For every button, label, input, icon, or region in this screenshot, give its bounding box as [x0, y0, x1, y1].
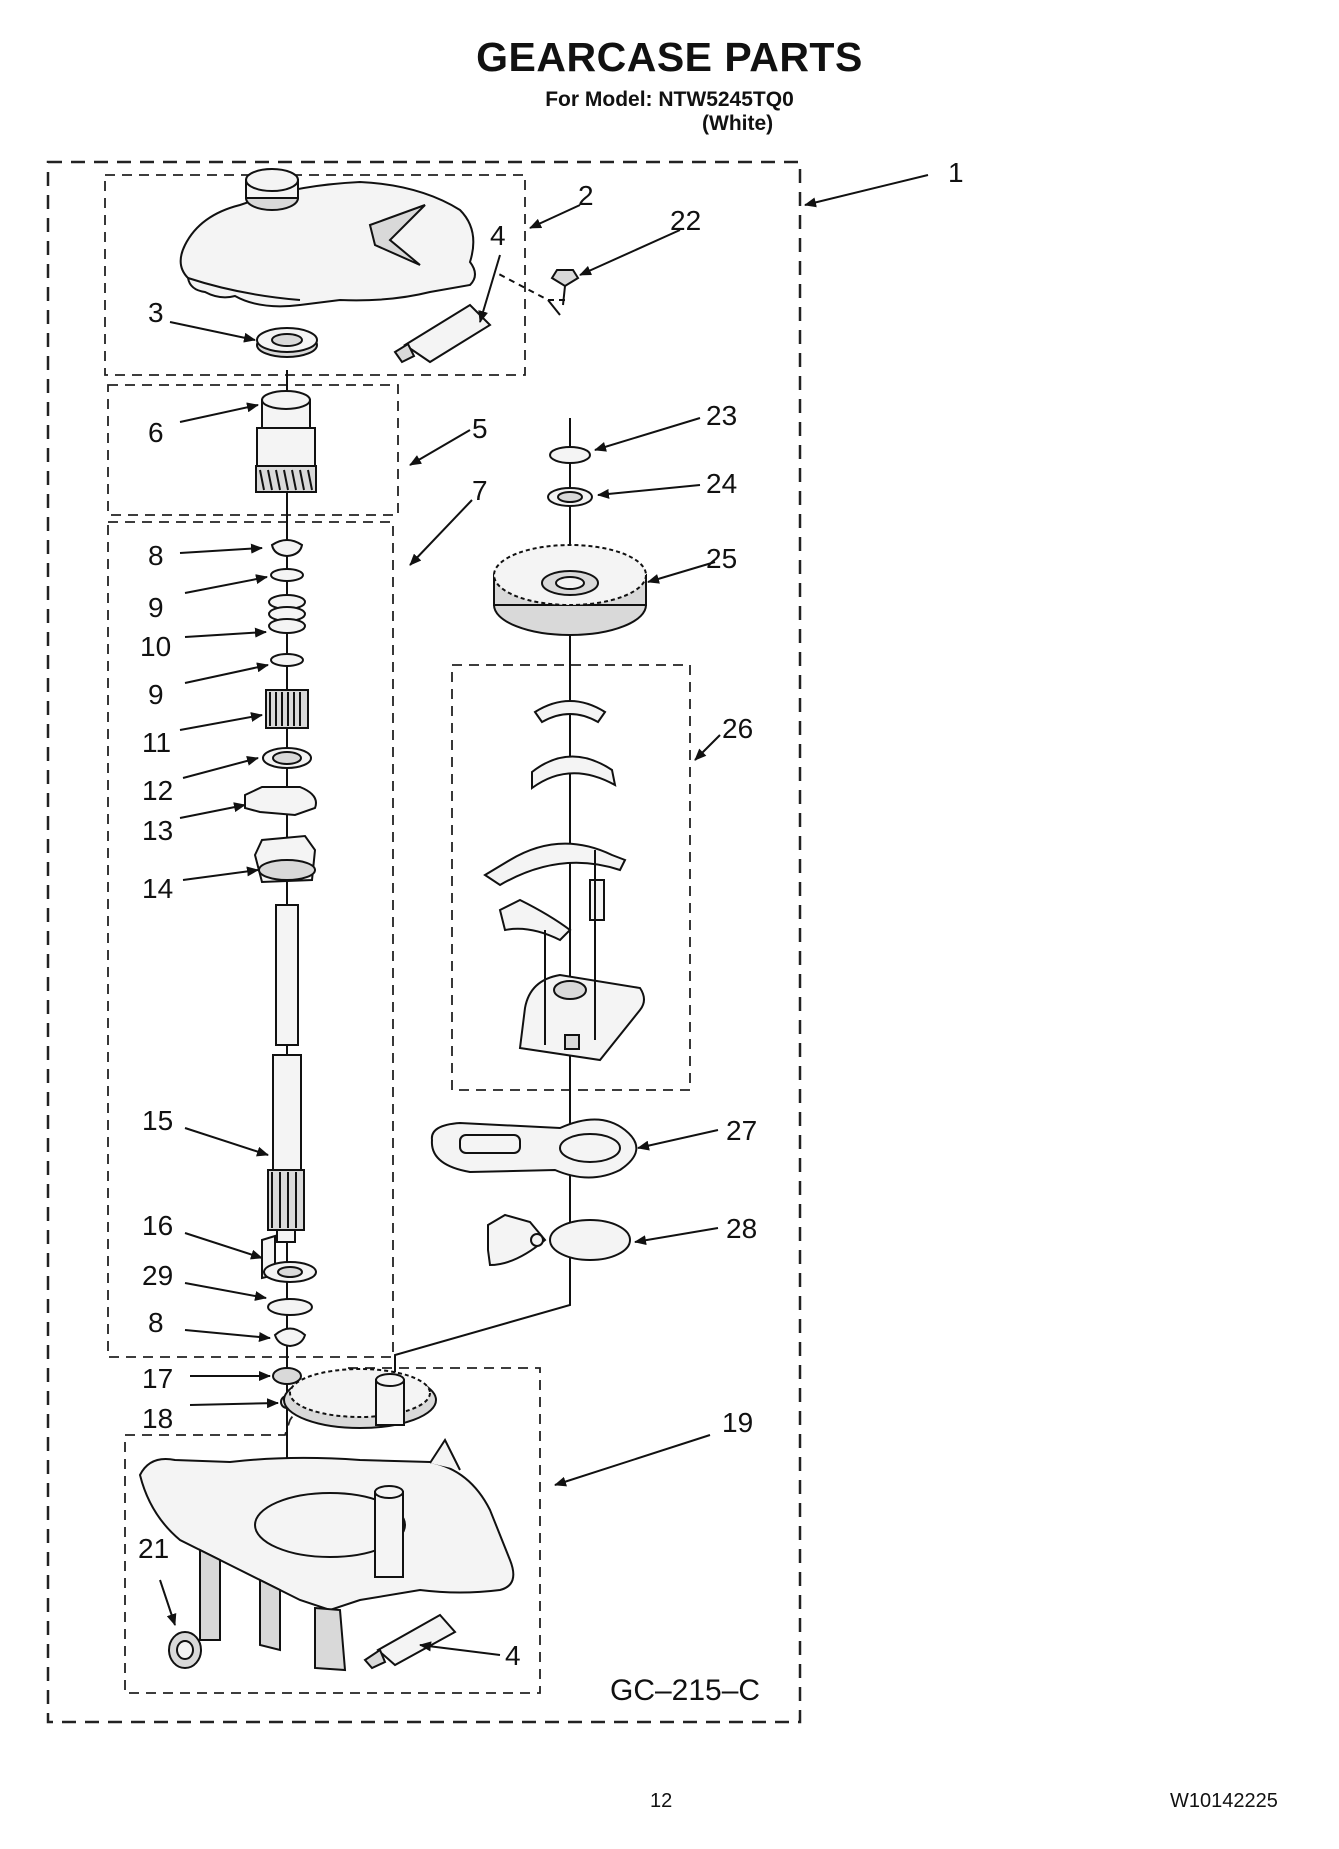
part-screw-22	[550, 269, 580, 306]
callout-19: 19	[722, 1407, 753, 1438]
shaft-connector	[394, 1280, 571, 1385]
part-lower-washers	[261, 1234, 317, 1409]
page-number: 12	[650, 1790, 673, 1812]
callout-29: 29	[142, 1260, 173, 1291]
callout-6: 6	[148, 417, 164, 448]
part-grease-tube-top	[393, 303, 492, 364]
part-agitator-shaft-15	[267, 904, 305, 1243]
callout-26: 26	[722, 713, 753, 744]
callout-8-bottom: 8	[148, 1307, 164, 1338]
callout-25: 25	[706, 543, 737, 574]
callout-4-top: 4	[490, 220, 506, 251]
group-box-7	[107, 521, 394, 1358]
callout-15: 15	[142, 1105, 173, 1136]
callout-leaders	[159, 174, 929, 1656]
drawing-code: GC–215–C	[610, 1674, 760, 1707]
callout-24: 24	[706, 468, 737, 499]
part-brake-assembly-26	[483, 700, 645, 1062]
callout-22: 22	[670, 205, 701, 236]
callout-16: 16	[142, 1210, 173, 1241]
part-grease-tube-bottom	[363, 1613, 457, 1670]
callout-12: 12	[142, 775, 173, 806]
part-gearcase-cover	[179, 168, 476, 308]
callout-9-top: 9	[148, 592, 164, 623]
callout-11: 11	[142, 727, 171, 758]
callout-21: 21	[138, 1533, 169, 1564]
part-large-gear-25	[493, 544, 647, 636]
page-title: GEARCASE PARTS	[476, 34, 863, 80]
callout-2: 2	[578, 180, 594, 211]
callout-10: 10	[140, 631, 171, 662]
callout-23: 23	[706, 400, 737, 431]
group-box-5	[107, 384, 399, 516]
model-line: For Model: NTW5245TQ0	[545, 88, 794, 111]
callout-27: 27	[726, 1115, 757, 1146]
part-stack-rings	[244, 539, 317, 884]
part-shield-27	[430, 1118, 638, 1179]
callout-13: 13	[142, 815, 173, 846]
part-clip-28	[487, 1213, 631, 1267]
part-seal-3	[256, 327, 318, 358]
callout-8-top: 8	[148, 540, 164, 571]
assembly-boundary-1	[46, 160, 802, 1724]
part-seal-21	[168, 1631, 202, 1669]
callout-3: 3	[148, 297, 164, 328]
part-clutch-6	[255, 390, 317, 493]
document-number: W10142225	[1170, 1790, 1278, 1812]
callout-5: 5	[472, 413, 488, 444]
callout-1: 1	[948, 157, 964, 188]
part-transmission-housing-19	[138, 1368, 515, 1672]
callout-4-bottom: 4	[505, 1640, 521, 1671]
group-box-2	[104, 174, 526, 376]
callout-17: 17	[142, 1363, 173, 1394]
callout-28: 28	[726, 1213, 757, 1244]
callout-18: 18	[142, 1403, 173, 1434]
part-right-stack-washers	[547, 446, 593, 507]
color-line: (White)	[702, 112, 774, 135]
callout-7: 7	[472, 475, 488, 506]
callout-14: 14	[142, 873, 173, 904]
callout-9-mid: 9	[148, 679, 164, 710]
